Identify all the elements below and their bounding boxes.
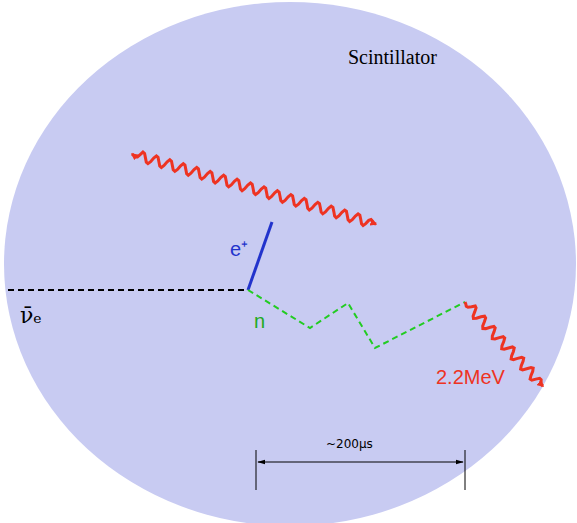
scintillator-volume [4, 2, 576, 523]
annihilation-photons [132, 152, 376, 225]
particle-label: e⁺ [230, 238, 248, 260]
dimension-label: ~200μs [326, 438, 373, 451]
time-dimension [258, 462, 463, 463]
positron-track [248, 222, 272, 290]
dimension-tick [465, 450, 466, 490]
particle-label: n [254, 310, 265, 332]
particle-label: ν̄ₑ [20, 304, 42, 328]
energy-label: 2.2MeV [436, 366, 505, 388]
material-label: Scintillator [348, 46, 437, 68]
neutron-track [248, 290, 465, 348]
dimension-tick [256, 450, 257, 490]
antineutrino-track [8, 289, 248, 291]
